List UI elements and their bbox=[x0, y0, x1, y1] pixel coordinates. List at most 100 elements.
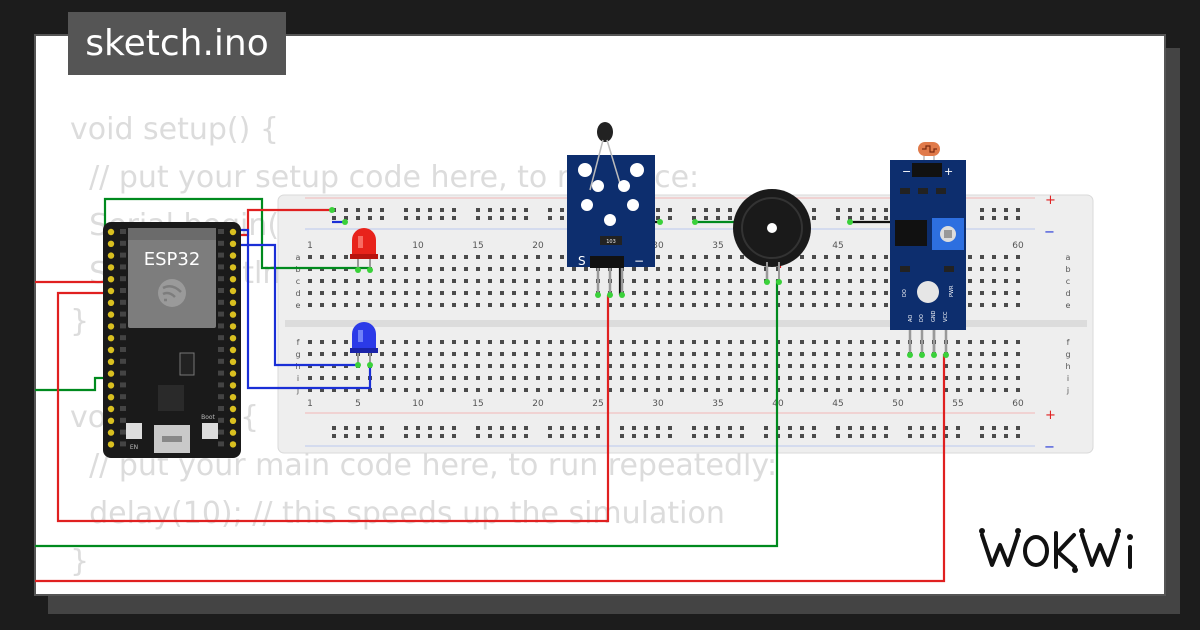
esp32-board[interactable]: ESP32 Boot EN bbox=[103, 222, 241, 458]
breadboard-hole bbox=[488, 291, 492, 295]
breadboard-hole bbox=[740, 388, 744, 392]
boot-button[interactable] bbox=[202, 423, 218, 439]
esp32-pin bbox=[107, 394, 115, 401]
breadboard-hole bbox=[872, 303, 876, 307]
esp32-pin-label-mark bbox=[218, 429, 224, 435]
breadboard-hole bbox=[464, 352, 468, 356]
rail-hole bbox=[728, 208, 732, 212]
breadboard-hole bbox=[692, 388, 696, 392]
wire-red-temp-signal[interactable] bbox=[56, 291, 610, 523]
rail-hole bbox=[344, 208, 348, 212]
breadboard-hole bbox=[344, 279, 348, 283]
logo-w1 bbox=[980, 533, 1020, 567]
rail-hole bbox=[476, 434, 480, 438]
row-label: i bbox=[297, 374, 299, 383]
rail-hole bbox=[488, 434, 492, 438]
rail-hole bbox=[1016, 208, 1020, 212]
esp32-pin bbox=[229, 323, 237, 330]
breadboard-hole bbox=[428, 340, 432, 344]
breadboard-hole bbox=[848, 267, 852, 271]
esp32-pin bbox=[107, 417, 115, 424]
esp32-pin bbox=[229, 311, 237, 318]
breadboard-hole bbox=[596, 340, 600, 344]
breadboard-hole bbox=[356, 291, 360, 295]
breadboard-hole bbox=[536, 279, 540, 283]
breadboard-hole bbox=[896, 340, 900, 344]
row-label: e bbox=[1066, 301, 1071, 310]
breadboard-hole bbox=[500, 291, 504, 295]
breadboard-hole bbox=[548, 267, 552, 271]
breadboard-hole bbox=[464, 303, 468, 307]
file-tab[interactable]: sketch.ino bbox=[68, 12, 286, 75]
breadboard-hole bbox=[908, 388, 912, 392]
breadboard-hole bbox=[644, 279, 648, 283]
breadboard-hole bbox=[692, 364, 696, 368]
buzzer[interactable] bbox=[733, 189, 811, 282]
wokwi-logo[interactable] bbox=[978, 525, 1148, 575]
wire-green-left[interactable] bbox=[35, 376, 110, 392]
breadboard-hole bbox=[488, 352, 492, 356]
breadboard-hole bbox=[308, 303, 312, 307]
breadboard-hole bbox=[644, 376, 648, 380]
breadboard-hole bbox=[752, 279, 756, 283]
ldr-smd-5 bbox=[944, 266, 954, 272]
esp32-pin-label-mark bbox=[218, 417, 224, 423]
breadboard-hole bbox=[608, 340, 612, 344]
logo-i-dot bbox=[1127, 534, 1133, 540]
breadboard-hole bbox=[812, 267, 816, 271]
blue-led-body bbox=[352, 322, 376, 352]
wire-red-ldr-vcc[interactable] bbox=[35, 354, 946, 583]
breadboard-hole bbox=[752, 303, 756, 307]
breadboard-hole bbox=[440, 340, 444, 344]
column-number: 55 bbox=[952, 399, 963, 409]
row-label: j bbox=[1066, 386, 1069, 395]
rail-hole bbox=[944, 426, 948, 430]
breadboard-hole bbox=[872, 364, 876, 368]
wire-green-buzzer[interactable] bbox=[35, 280, 779, 548]
column-number: 15 bbox=[472, 241, 483, 251]
column-number: 25 bbox=[592, 399, 603, 409]
en-button[interactable] bbox=[126, 423, 142, 439]
ldr-module[interactable]: − + DO PWR AO DO GND VCC bbox=[890, 142, 966, 355]
breadboard-hole bbox=[800, 279, 804, 283]
breadboard-hole bbox=[800, 388, 804, 392]
breadboard-hole bbox=[824, 291, 828, 295]
rail-hole bbox=[848, 208, 852, 212]
rail-hole bbox=[440, 426, 444, 430]
connection-dot bbox=[776, 279, 782, 285]
breadboard-hole bbox=[560, 279, 564, 283]
temperature-sensor-module[interactable]: 103 S − bbox=[567, 122, 655, 295]
blue-led-highlight bbox=[358, 330, 363, 342]
blue-led[interactable] bbox=[350, 322, 378, 365]
rail-hole bbox=[548, 434, 552, 438]
rail-hole bbox=[980, 216, 984, 220]
breadboard-hole bbox=[1016, 279, 1020, 283]
breadboard-hole bbox=[464, 340, 468, 344]
breadboard-hole bbox=[884, 376, 888, 380]
wire-blue-led[interactable] bbox=[230, 243, 358, 367]
buzzer-hole-icon bbox=[767, 223, 777, 233]
temp-pin-minus-label: − bbox=[634, 254, 644, 268]
breadboard-hole bbox=[548, 352, 552, 356]
breadboard-hole bbox=[800, 255, 804, 259]
wire-blue-led-2[interactable] bbox=[230, 228, 372, 390]
rail-hole bbox=[524, 426, 528, 430]
breadboard-hole bbox=[440, 388, 444, 392]
row-label: e bbox=[296, 301, 301, 310]
esp32-pin-label-mark bbox=[120, 406, 126, 411]
temp-pad-1 bbox=[592, 180, 604, 192]
breadboard-hole bbox=[848, 364, 852, 368]
rail-hole bbox=[860, 426, 864, 430]
row-label: f bbox=[1067, 338, 1070, 347]
esp32-pin-label-mark bbox=[218, 358, 224, 364]
rail-hole bbox=[368, 434, 372, 438]
breadboard-hole bbox=[344, 303, 348, 307]
breadboard-hole bbox=[812, 352, 816, 356]
breadboard-hole bbox=[452, 267, 456, 271]
breadboard-hole bbox=[320, 340, 324, 344]
rail-hole bbox=[716, 426, 720, 430]
rail-hole bbox=[740, 434, 744, 438]
breadboard-hole bbox=[728, 364, 732, 368]
breadboard-hole bbox=[536, 376, 540, 380]
breadboard-hole bbox=[392, 352, 396, 356]
